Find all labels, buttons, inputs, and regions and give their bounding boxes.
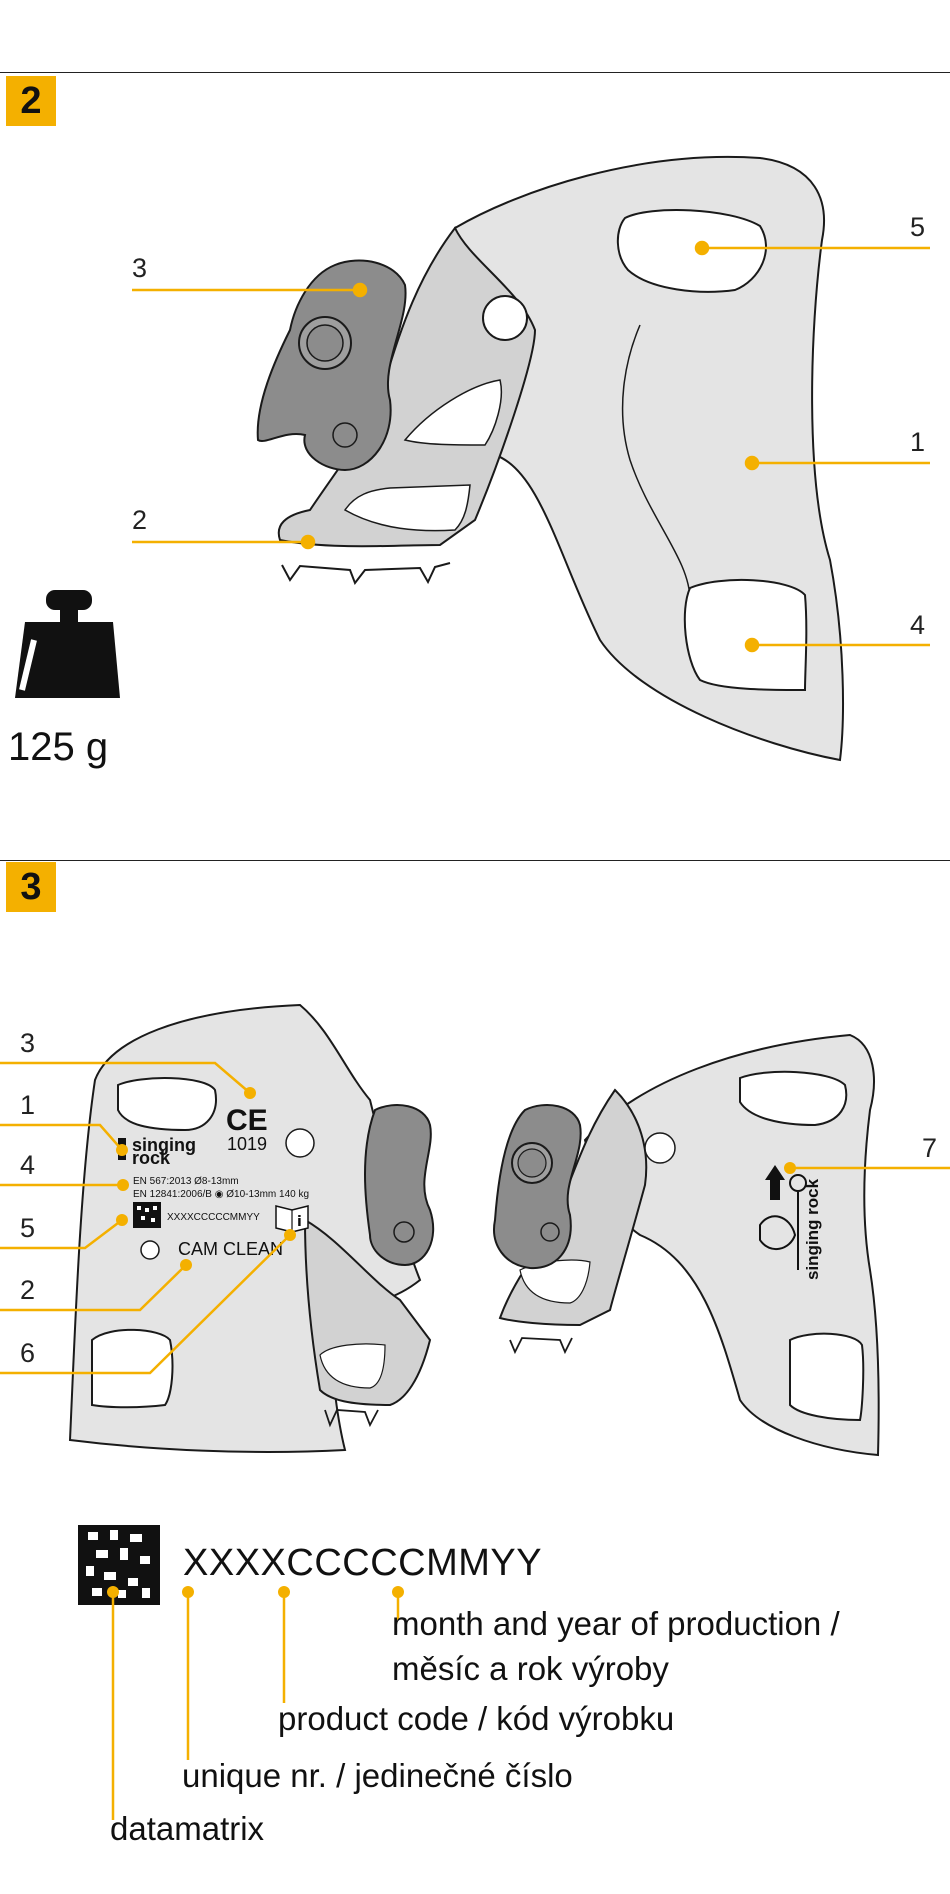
device-serial: XXXXCCCCCMMYY bbox=[167, 1212, 260, 1223]
s3-label-6: 6 bbox=[20, 1338, 35, 1369]
s3-label-1: 1 bbox=[20, 1090, 35, 1121]
brand-vertical: singing rock bbox=[803, 1178, 822, 1280]
norm-line-1: EN 567:2013 Ø8-13mm bbox=[133, 1176, 239, 1187]
left-rivet-hole bbox=[286, 1129, 314, 1157]
serial-code: XXXXCCCCCMMYY bbox=[183, 1542, 542, 1585]
svg-text:i: i bbox=[297, 1214, 302, 1230]
s3-label-5: 5 bbox=[20, 1213, 35, 1244]
s3-label-2: 2 bbox=[20, 1275, 35, 1306]
legend-product-code: product code / kód výrobku bbox=[278, 1700, 674, 1738]
legend-datamatrix: datamatrix bbox=[110, 1810, 264, 1848]
left-hole-top bbox=[118, 1078, 216, 1130]
left-small-hole bbox=[141, 1241, 159, 1259]
legend-month-year-line1: month and year of production / bbox=[392, 1605, 840, 1643]
right-hole-bottom bbox=[790, 1334, 863, 1420]
legend-unique-nr: unique nr. / jedinečné číslo bbox=[182, 1757, 573, 1795]
right-cam bbox=[494, 1105, 581, 1268]
norm-line-2: EN 12841:2006/B ◉ Ø10-13mm 140 kg bbox=[133, 1189, 309, 1200]
notified-body: 1019 bbox=[227, 1134, 267, 1154]
s3-label-7: 7 bbox=[922, 1133, 937, 1164]
s3-label-4: 4 bbox=[20, 1150, 35, 1181]
right-rivet-hole bbox=[645, 1133, 675, 1163]
brand-line2: rock bbox=[132, 1148, 171, 1168]
datamatrix-icon bbox=[78, 1525, 160, 1605]
legend-month-year-line2: měsíc a rok výroby bbox=[392, 1650, 669, 1688]
left-hole-bottom bbox=[92, 1330, 172, 1407]
s3-label-3: 3 bbox=[20, 1028, 35, 1059]
manual-icon: i bbox=[276, 1206, 308, 1232]
small-datamatrix-icon bbox=[133, 1202, 161, 1228]
ce-mark: CE bbox=[226, 1104, 268, 1137]
